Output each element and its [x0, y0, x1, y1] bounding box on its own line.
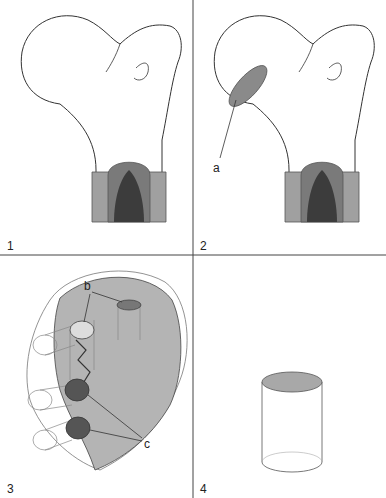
femur-drawing — [21, 16, 181, 222]
callout-letter: c — [144, 438, 150, 450]
core-hole — [65, 379, 89, 401]
callout-letter: b — [84, 280, 91, 292]
graft-site — [223, 60, 273, 112]
panel-number: 1 — [7, 240, 14, 252]
panel-number: 3 — [7, 483, 14, 495]
bone-plug — [262, 372, 322, 472]
core-hole — [66, 417, 90, 439]
femur-drawing — [214, 16, 374, 222]
panel-number: 4 — [200, 483, 207, 495]
panel-number: 2 — [200, 240, 207, 252]
callout-letter: a — [213, 162, 220, 174]
